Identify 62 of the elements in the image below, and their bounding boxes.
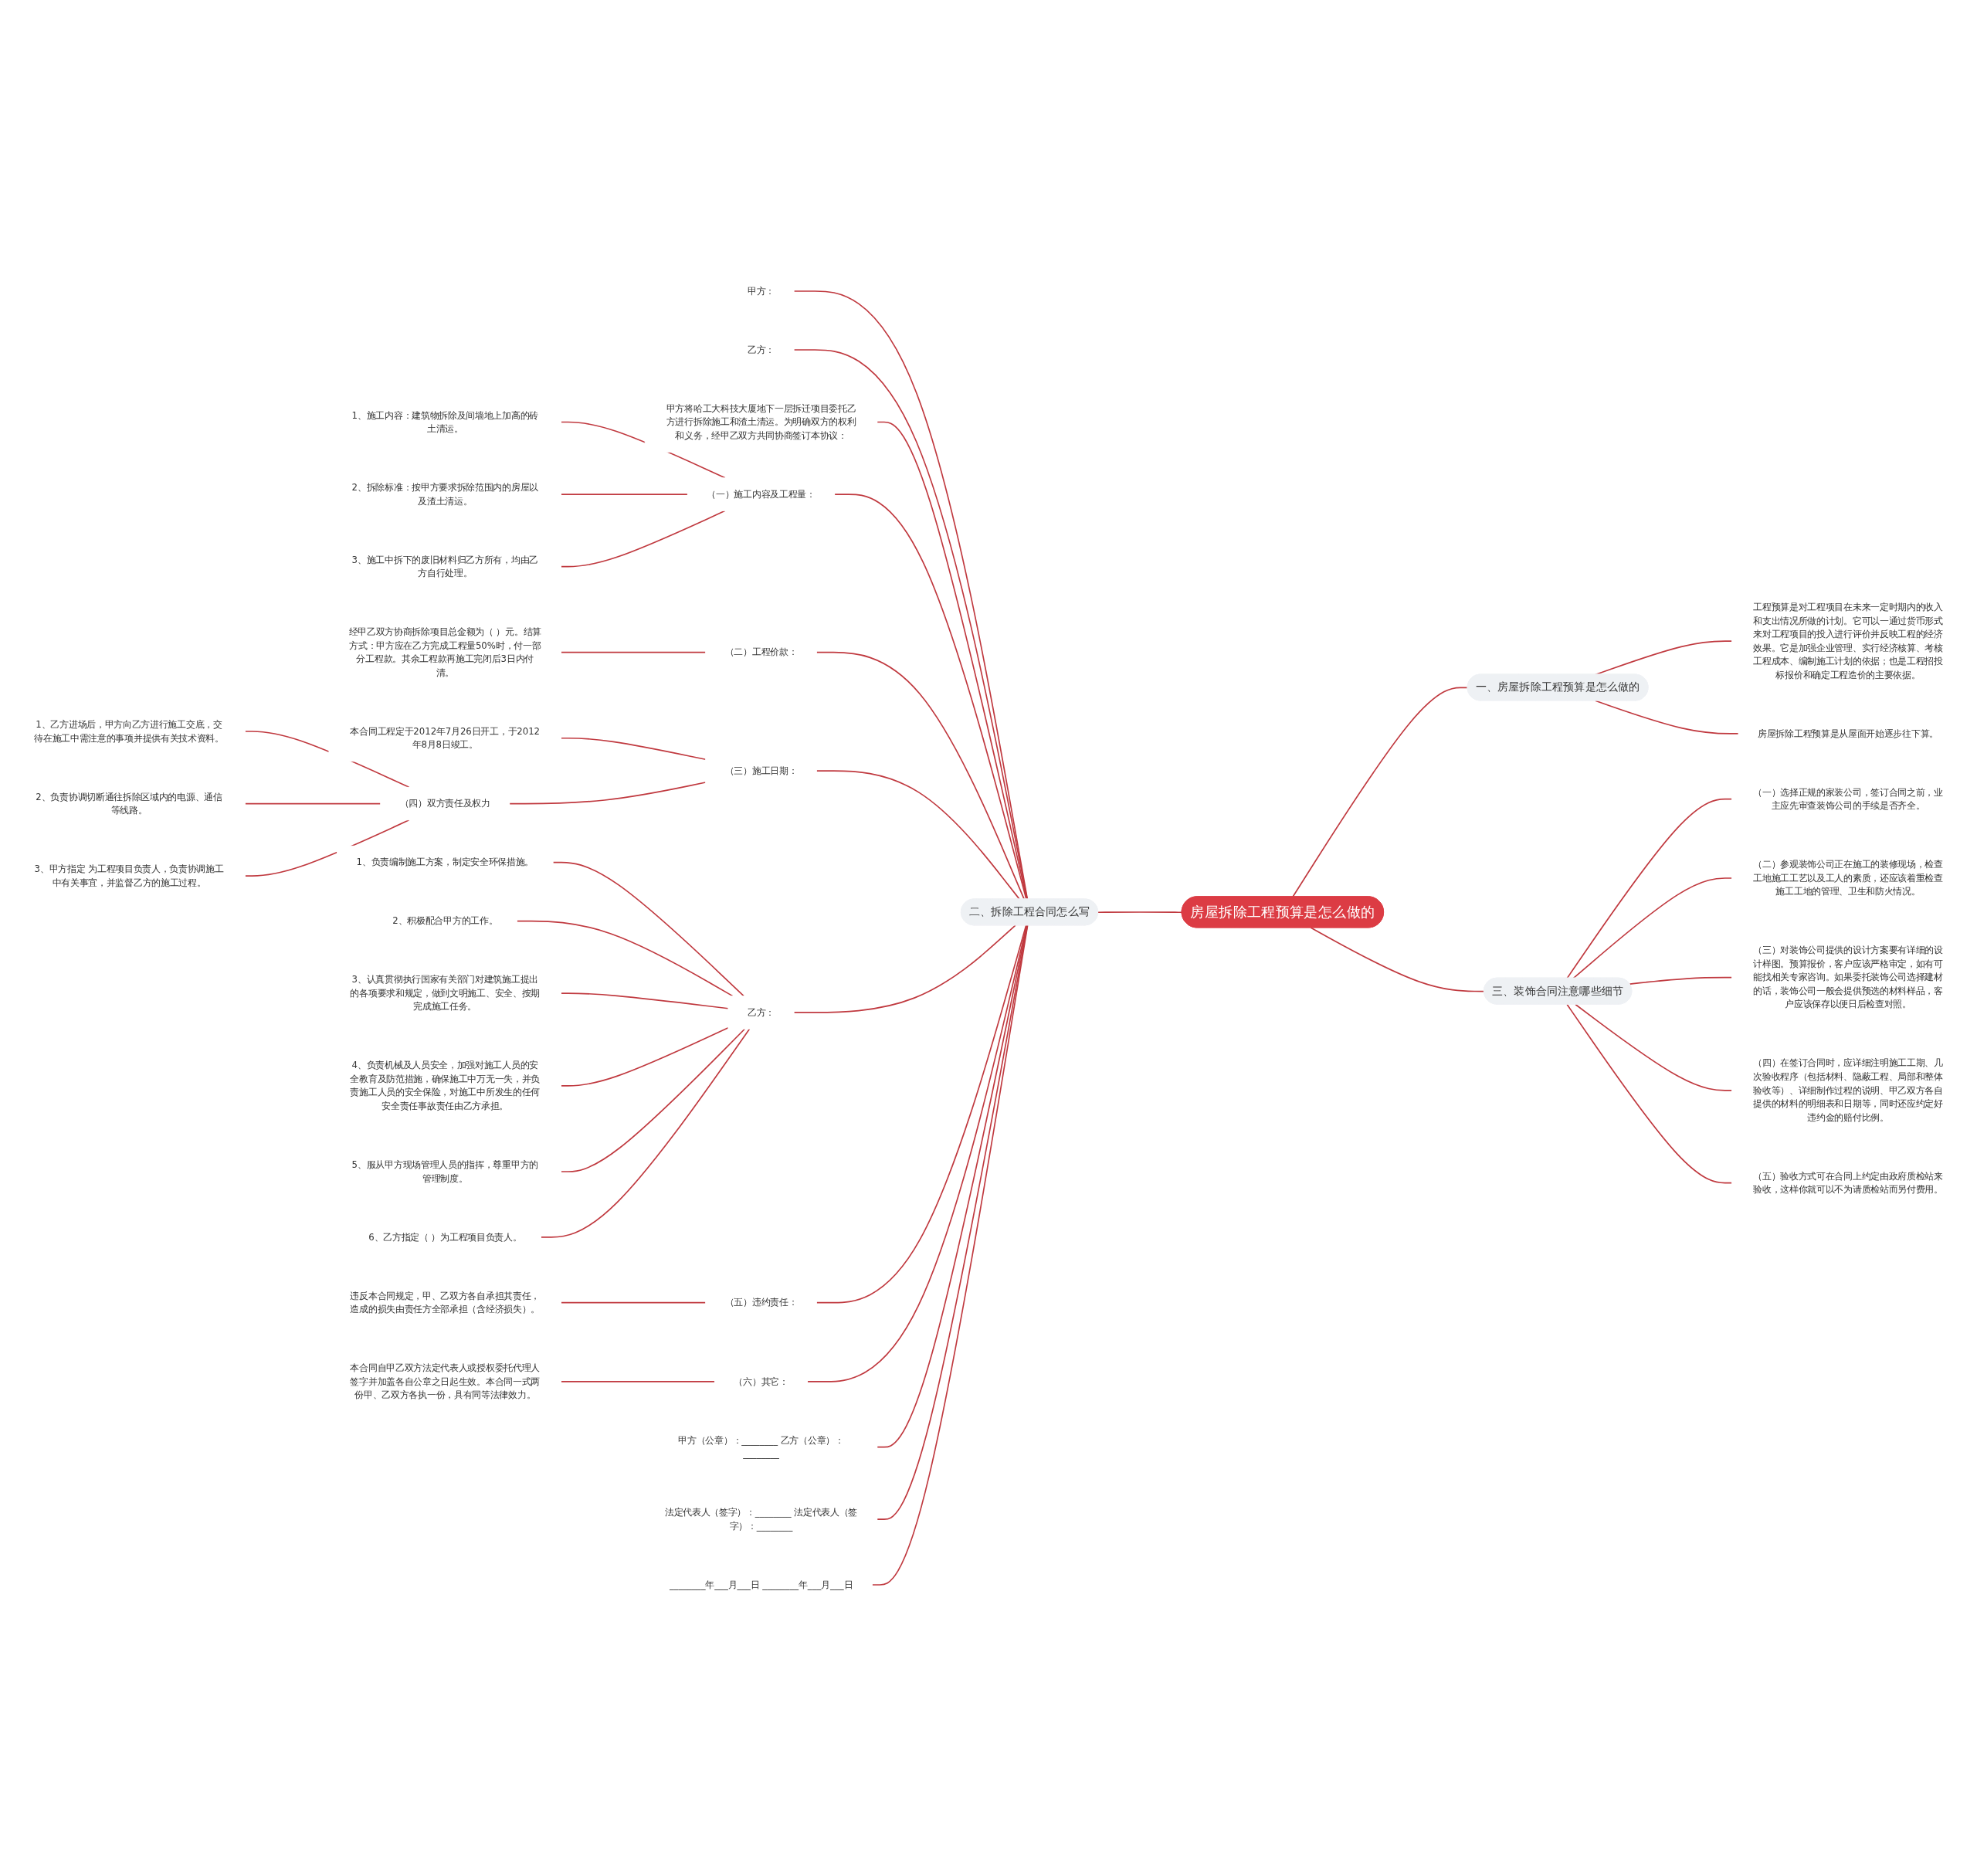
connector <box>1629 976 1733 985</box>
node-text: 3、施工中拆下的废旧材料归乙方所有，均由乙方自行处理。 <box>351 554 538 578</box>
node-text: 甲方： <box>747 285 775 297</box>
connector <box>560 1028 746 1172</box>
connector <box>244 819 410 877</box>
connector <box>816 924 1027 1304</box>
connector <box>244 802 381 805</box>
node-text: （六）其它： <box>734 1376 788 1387</box>
node-text: 本合同自甲乙双方法定代表人或授权委托代理人签字并加盖各自公章之日起生效。本合同一式两份甲、乙双方各执一份，具有同等法律效力。 <box>350 1362 541 1400</box>
node-text: 本合同工程定于2012年7月26日开工，于2012年8月8日竣工。 <box>350 725 541 750</box>
node-text: ________年___月___日 ________年___月___日 <box>669 1579 853 1590</box>
connector <box>560 510 726 568</box>
node-text: 工程预算是对工程项目在未来一定时期内的收入和支出情况所做的计划。它可以一通过货币形式来对工程项目的投入进行评价并反映工程的经济效果。它是加强企业管理、实行经济核算、考核工程成本、编制施工计划的依据；也是工程招投标报价和确定工程造价的主要依据。 <box>1753 602 1943 680</box>
connector <box>560 1026 729 1087</box>
connector <box>1566 1003 1733 1184</box>
node-text: 1、负责编制施工方案，制定安全环保措施。 <box>356 857 534 867</box>
node-text: （三）对装饰公司提供的设计方案要有详细的设计样图。预算报价，客户应该严格审定，如有可能找相关专家咨询。如果委托装饰公司选择建材的话，装饰公司一般会提供预选的材料样品，客户应该保存以便日后检查对照。 <box>1753 945 1943 1009</box>
connector <box>516 920 734 997</box>
node-text: 3、甲方指定 为工程项目负责人，负责协调施工中有关事宜，并监督乙方的施工过程。 <box>34 863 224 888</box>
node-text: （五）验收方式可在合同上约定由政府质检站来验收，这样你就可以不为请质检站而另付费用。 <box>1753 1170 1943 1195</box>
connector <box>1572 877 1733 979</box>
node-text: （三）施工日期： <box>724 765 798 776</box>
connector <box>560 651 707 653</box>
node-text: 4、负责机械及人员安全，加强对施工人员的安全教育及防范措施，确保施工中万无一失，并负责施工人员的安全保险，对施工中所发生的任何安全责任事故责任由乙方承担。 <box>350 1060 541 1111</box>
node-text: 法定代表人（签字）：________ 法定代表人（签字）：________ <box>664 1507 858 1532</box>
node-text: 甲方将哈工大科技大厦地下一层拆迁项目委托乙方进行拆除施工和渣土清运。为明确双方的权利和义务，经甲乙双方共同协商签订本协议： <box>666 402 856 441</box>
node-text: 2、积极配合甲方的工作。 <box>392 915 498 926</box>
node-text: （四）在签订合同时，应详细注明施工工期、几次验收程序（包括材料、隐蔽工程、局部和整体验收等）、详细制作过程的说明、甲乙双方各自提供的材料的明细表和日期等，同时还应约定好违约金的赔付比例。 <box>1753 1057 1943 1123</box>
connector <box>1595 700 1739 734</box>
node-text: （二）工程价款： <box>724 646 798 657</box>
node-text: 违反本合同规定，甲、乙双方各自承担其责任，造成的损失由责任方全部承担（含经济损失）。 <box>350 1290 541 1315</box>
node-text: （四）双方责任及权力 <box>399 798 490 809</box>
node-text: 6、乙方指定（ ）为工程项目负责人。 <box>368 1231 522 1243</box>
connector <box>508 782 707 805</box>
connector <box>793 924 1016 1013</box>
connector <box>560 494 689 495</box>
connector <box>1566 798 1733 979</box>
node-text: 乙方： <box>747 344 775 355</box>
node-text: 2、拆除标准：按甲方要求拆除范围内的房屋以及渣土清运。 <box>351 482 538 507</box>
connector <box>540 1028 751 1238</box>
connector <box>560 737 707 761</box>
node-text: （五）违约责任： <box>724 1297 798 1308</box>
node-text: 房屋拆除工程预算是从屋面开始逐步往下算。 <box>1758 728 1938 739</box>
node-text: （一）选择正规的家装公司，签订合同之前，业主应先审查装饰公司的手续是否齐全。 <box>1753 786 1943 811</box>
connector <box>806 924 1028 1382</box>
connector <box>560 992 729 1009</box>
node-text: 2、负责协调切断通往拆除区域内的电源、通信等线路。 <box>36 791 222 816</box>
node-text: 经甲乙双方协商拆除项目总金额为（ ）元。结算方式：甲方应在乙方完成工程量50%时，付一部分工程款。其余工程款再施工完闭后3日内付清。 <box>348 626 541 678</box>
node-text: （一）施工内容及工程量： <box>707 488 816 500</box>
node-text: （二）参观装饰公司正在施工的装修现场，检查工地施工工艺以及工人的素质，还应该着重检查施工工地的管理、卫生和防火情况。 <box>1753 859 1943 897</box>
node-text: 5、服从甲方现场管理人员的指挥，尊重甲方的管理制度。 <box>351 1159 538 1184</box>
node-text: 1、乙方进场后，甲方向乙方进行施工交底，交待在施工中需注意的事项并提供有关技术资料。 <box>34 719 224 744</box>
node-text: 甲方（公章）：________ 乙方（公章）：________ <box>678 1434 844 1459</box>
connector <box>1097 911 1183 914</box>
connector <box>560 1381 716 1382</box>
connector <box>1575 1003 1733 1091</box>
connector <box>1310 927 1485 992</box>
connector <box>552 861 744 997</box>
node-text: 1、施工内容：建筑物拆除及间墙地上加高的砖土清运。 <box>351 409 538 434</box>
node-text: 乙方： <box>747 1006 775 1018</box>
node-text: 3、认真贯彻执行国家有关部门对建筑施工提出的各项要求和规定，做到文明施工、安全、按期完成施工任务。 <box>350 974 541 1012</box>
connector <box>560 1301 707 1304</box>
